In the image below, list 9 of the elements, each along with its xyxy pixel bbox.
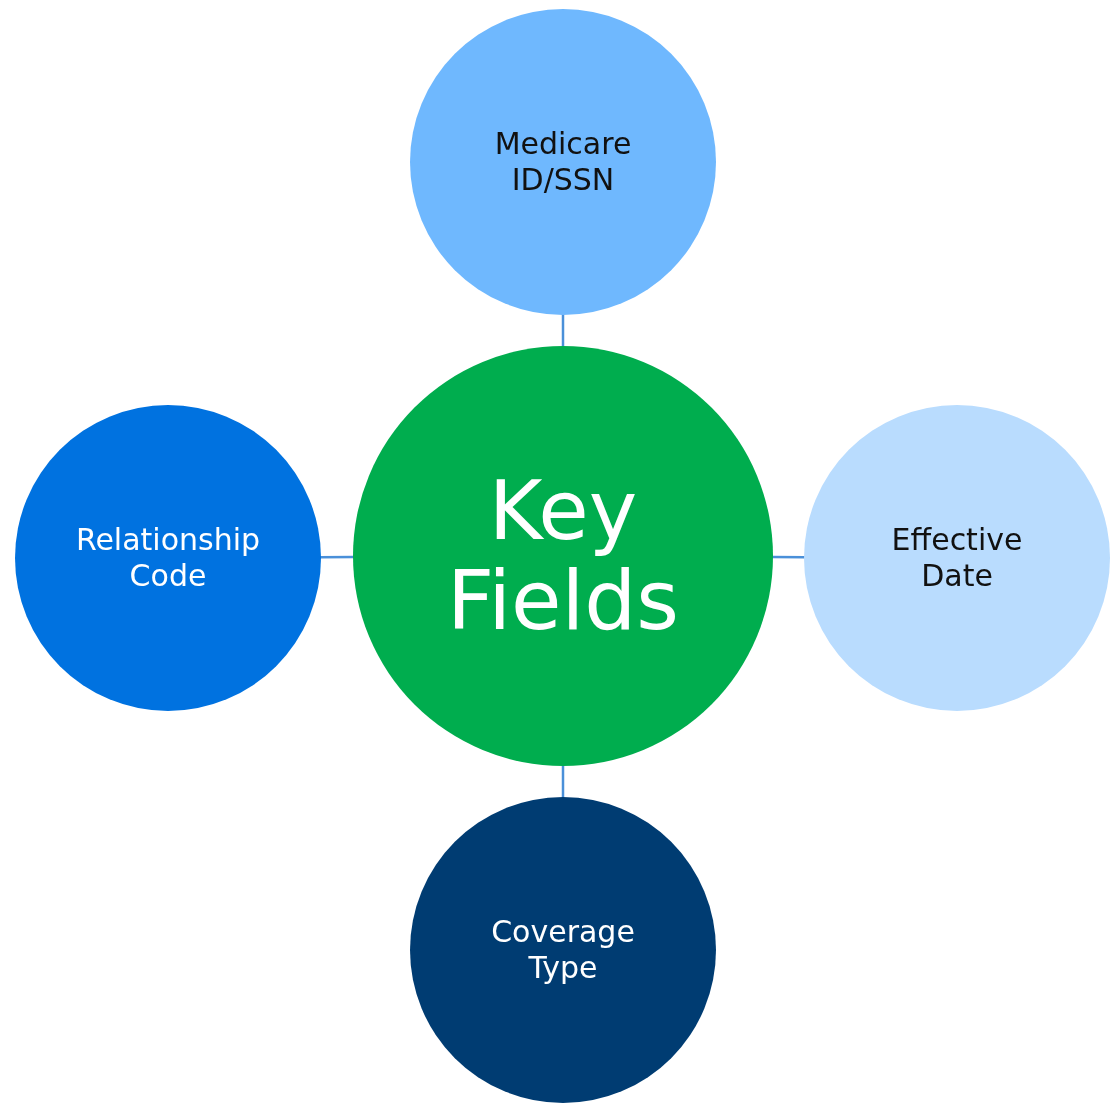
field-label: Relationship Code	[74, 522, 262, 594]
connector-line	[561, 765, 565, 798]
center-title: Key Fields	[446, 465, 680, 647]
field-label: Coverage Type	[490, 914, 636, 986]
field-label: Medicare ID/SSN	[493, 126, 633, 198]
field-label: Effective Date	[890, 522, 1024, 594]
connector-line	[320, 555, 354, 559]
connector-line	[561, 314, 565, 347]
connector-line	[772, 555, 805, 559]
